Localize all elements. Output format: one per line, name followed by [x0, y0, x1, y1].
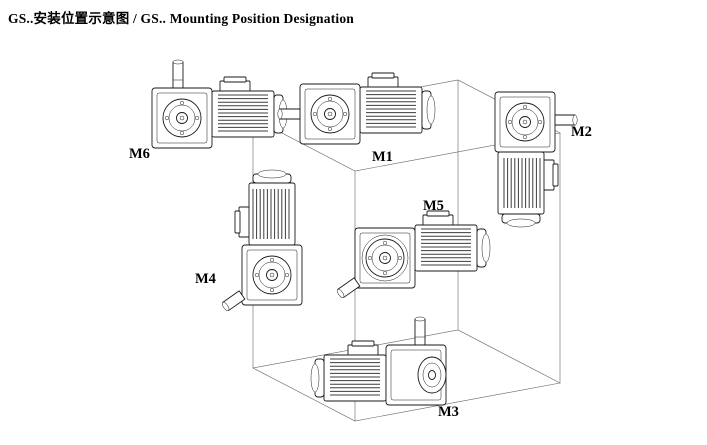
- label-m2: M2: [571, 124, 592, 140]
- gearmotor-m6: [151, 60, 287, 148]
- label-m5: M5: [423, 198, 444, 214]
- label-m6: M6: [129, 146, 150, 162]
- gearmotor-m2: [495, 91, 577, 227]
- gearmotor-m5: [335, 211, 490, 300]
- gearmotor-m3: [311, 317, 447, 405]
- gearmotor-m4: [221, 170, 302, 313]
- label-m1: M1: [372, 149, 393, 165]
- gearmotor-m1: [277, 73, 435, 144]
- label-m3: M3: [438, 404, 459, 420]
- label-m4: M4: [195, 271, 216, 287]
- page-title: GS..安装位置示意图 / GS.. Mounting Position Des…: [8, 11, 355, 26]
